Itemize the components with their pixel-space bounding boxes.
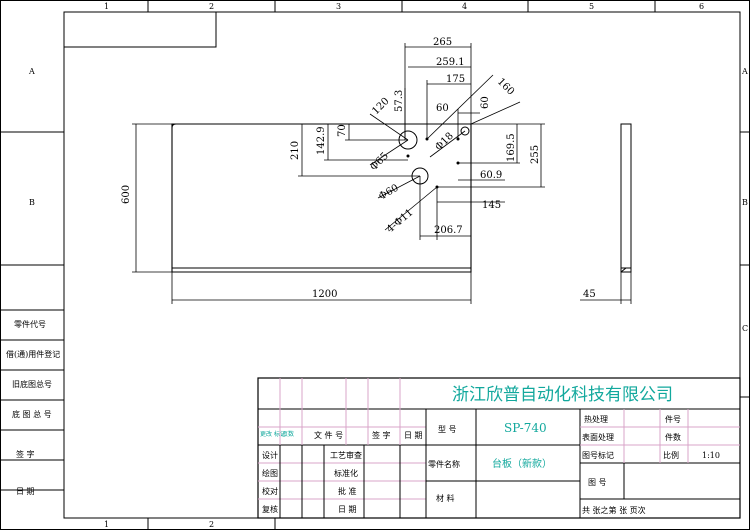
- heat-treatment: 热处理: [584, 414, 608, 424]
- side-label-part-code: 零件代号: [14, 319, 46, 329]
- dim-45: 45: [583, 289, 596, 300]
- side-label-date: 日 期: [16, 487, 35, 496]
- side-label-sign: 签 字: [16, 449, 35, 459]
- model-value: SP-740: [504, 421, 547, 435]
- dim-57-3: 57.3: [394, 90, 405, 112]
- part-no: 件号: [665, 414, 681, 424]
- zone-right-c: C: [742, 324, 748, 333]
- dim-4-phi11: 4-Φ11: [385, 207, 416, 235]
- zone-top-3: 3: [336, 2, 341, 11]
- date: 日 期: [404, 431, 423, 440]
- zone-left-a: A: [28, 67, 35, 76]
- dim-60-a: 60: [436, 103, 449, 114]
- process-review: 工艺审查: [330, 450, 362, 460]
- review: 复核: [262, 504, 278, 514]
- standardization: 标准化: [334, 468, 358, 478]
- drawing-mark: 图号标记: [582, 450, 614, 460]
- change-mark: 更改 标记: [260, 430, 286, 438]
- company-name: 浙江欣普自动化科技有限公司: [452, 385, 673, 405]
- zone-top-2: 2: [209, 2, 214, 11]
- inner-border: [63, 11, 741, 519]
- side-label-borrowed: 借(通)用件登记: [6, 349, 60, 359]
- dim-160: 160: [495, 76, 516, 97]
- check: 校对: [262, 486, 278, 496]
- part-name-value: 台板（新款）: [492, 457, 552, 470]
- part-name-label: 零件名称: [428, 459, 460, 469]
- zone-left-b: B: [29, 198, 35, 207]
- dim-142-9: 142.9: [316, 126, 327, 155]
- zone-top-1: 1: [104, 2, 109, 11]
- scale-value: 1:10: [702, 451, 720, 460]
- dim-259-1: 259.1: [436, 57, 465, 68]
- zone-bottom-2: 2: [209, 520, 214, 529]
- dim-70: 70: [337, 124, 348, 137]
- dim-1200: 1200: [312, 289, 337, 300]
- surface-treatment: 表面处理: [582, 432, 614, 442]
- dim-60-9: 60.9: [480, 170, 502, 181]
- dim-206-7: 206.7: [434, 225, 463, 236]
- side-column: [0, 309, 64, 491]
- scale-label: 比例: [663, 450, 679, 460]
- approve: 批 准: [338, 486, 357, 496]
- dim-175: 175: [446, 74, 465, 85]
- zone-top-6: 6: [699, 2, 704, 11]
- dim-phi18: Φ18: [433, 131, 456, 154]
- drawing-no: 图 号: [588, 478, 607, 487]
- dim-169-5: 169.5: [506, 133, 517, 162]
- dim-255: 255: [530, 145, 541, 164]
- zone-top-5: 5: [589, 2, 594, 11]
- dim-phi60: Φ60: [377, 183, 401, 203]
- quantity: 件数: [665, 432, 681, 442]
- sheet-info: 共 张之第 张 页次: [582, 505, 646, 515]
- side-label-old-drawing: 旧底图总号: [12, 379, 52, 389]
- sign: 签 字: [372, 430, 391, 440]
- plate-side-view: [620, 123, 632, 273]
- dim-120: 120: [370, 96, 391, 117]
- dim-265: 265: [433, 37, 452, 48]
- zone-right-b: B: [742, 198, 748, 207]
- material-label: 材 料: [436, 493, 455, 503]
- dim-210: 210: [290, 141, 301, 160]
- title-block: [257, 377, 741, 519]
- date-2: 日 期: [338, 505, 357, 514]
- zone-bottom-1: 1: [104, 520, 109, 529]
- dimension-lines: [132, 43, 632, 304]
- dim-600: 600: [121, 185, 132, 204]
- dim-145: 145: [482, 200, 501, 211]
- dim-60-b: 60: [480, 96, 491, 109]
- pages: 页数: [282, 430, 294, 438]
- model-label: 型 号: [438, 425, 457, 434]
- draw: 绘图: [262, 468, 278, 478]
- zone-top-4: 4: [462, 2, 467, 11]
- hole-small-1: [406, 154, 410, 158]
- zone-right-a: A: [741, 67, 748, 76]
- doc-no: 文 件 号: [314, 430, 343, 440]
- reference-box: [63, 11, 217, 48]
- design: 设计: [262, 450, 278, 460]
- side-label-base-drawing: 底 图 总 号: [12, 409, 52, 419]
- hole-phi18: [460, 126, 470, 136]
